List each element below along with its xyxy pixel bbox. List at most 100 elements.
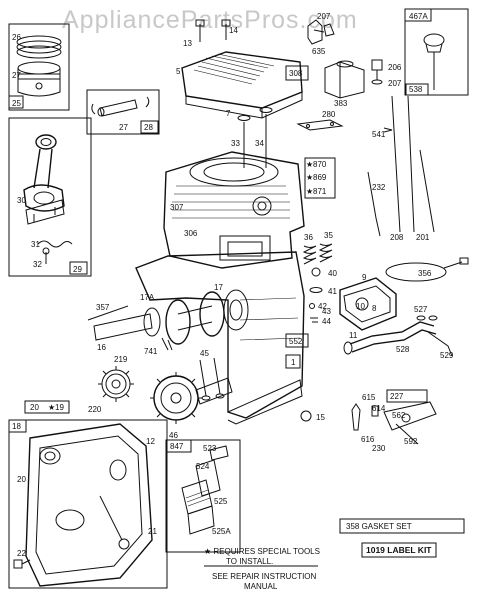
repair-manual-note-2: MANUAL: [244, 582, 278, 591]
governor-linkage[interactable]: [351, 389, 437, 445]
label-306: 306: [184, 229, 198, 238]
label-31: 31: [31, 240, 40, 249]
gasket-set-note: 358 GASKET SET: [346, 522, 412, 531]
valves[interactable]: [237, 107, 273, 169]
oil-fill-box[interactable]: [165, 439, 241, 553]
cylinder-head[interactable]: [181, 19, 309, 119]
label-11: 11: [349, 331, 358, 340]
label-7: 7: [226, 109, 231, 118]
label-35: 35: [324, 231, 333, 240]
label-227: 227: [390, 392, 404, 401]
control-rods[interactable]: [367, 95, 435, 237]
label-29: 29: [73, 265, 82, 274]
valve-springs[interactable]: [302, 243, 333, 265]
label-40: 40: [328, 269, 337, 278]
label-10: 10: [356, 302, 365, 311]
label-529: 529: [440, 351, 454, 360]
drain-plug-22[interactable]: [13, 559, 31, 569]
label-383: 383: [334, 99, 348, 108]
wire-356[interactable]: [385, 257, 469, 282]
camshaft-gear[interactable]: [150, 372, 233, 424]
label-280: 280: [322, 110, 336, 119]
label-28: 28: [144, 123, 153, 132]
label-741: 741: [144, 347, 158, 356]
label-20: 20: [17, 475, 26, 484]
label-616: 616: [361, 435, 375, 444]
label-34: 34: [255, 139, 264, 148]
label-kit-box: [361, 542, 437, 558]
watermark-text: AppliancePartsPros.com: [62, 6, 358, 34]
special-tools-note-2: TO INSTALL.: [226, 557, 273, 566]
label-207: 207: [317, 12, 331, 21]
label-16: 16: [97, 343, 106, 352]
label-27-pin: 27: [119, 123, 128, 132]
star-871: ★: [306, 187, 313, 196]
label-206: 206: [388, 63, 402, 72]
timing-gear-219[interactable]: [98, 366, 134, 402]
label-307: 307: [170, 203, 184, 212]
label-308: 308: [289, 69, 303, 78]
label-1: 1: [291, 358, 296, 367]
label-13: 13: [183, 39, 192, 48]
label-46: 46: [169, 431, 178, 440]
label-30: 30: [17, 196, 26, 205]
crankshaft[interactable]: [87, 289, 249, 351]
tappets-45[interactable]: [199, 357, 225, 401]
label-220: 220: [88, 405, 102, 414]
sump-cover-box[interactable]: [8, 400, 168, 589]
label-357: 357: [96, 303, 110, 312]
small-valve-parts[interactable]: [309, 267, 323, 323]
label-5: 5: [176, 67, 181, 76]
connecting-rod-box[interactable]: [8, 117, 92, 277]
star-870: ★: [306, 160, 313, 169]
spark-plug[interactable]: [307, 19, 335, 45]
label-230: 230: [372, 444, 386, 453]
piston-ring-box[interactable]: [8, 23, 70, 111]
label-207b: 207: [388, 79, 402, 88]
label-17: 17: [214, 283, 223, 292]
piston-pin-box[interactable]: [86, 89, 160, 135]
label-232: 232: [372, 183, 386, 192]
star-869: ★: [306, 173, 313, 182]
cylinder-block[interactable]: [163, 151, 336, 269]
label-614: 614: [372, 404, 386, 413]
label-25: 25: [12, 99, 21, 108]
label-36: 36: [304, 233, 313, 242]
label-525a: 525A: [212, 527, 231, 536]
label-562: 562: [392, 411, 406, 420]
label-552: 552: [289, 337, 303, 346]
label-22: 22: [17, 549, 26, 558]
label-43: 43: [322, 307, 331, 316]
breather-tube[interactable]: [343, 315, 453, 357]
label-19: 19: [55, 403, 64, 412]
label-356: 356: [418, 269, 432, 278]
label-20-box: 20: [30, 403, 39, 412]
label-21: 21: [148, 527, 157, 536]
label-208: 208: [390, 233, 404, 242]
plate-280[interactable]: [296, 119, 344, 131]
label-42: 42: [318, 302, 327, 311]
label-41: 41: [328, 287, 337, 296]
label-592: 592: [404, 437, 418, 446]
label-45: 45: [200, 349, 209, 358]
repair-manual-note: SEE REPAIR INSTRUCTION: [212, 572, 317, 581]
breather[interactable]: [324, 60, 365, 99]
star-19: ★: [48, 403, 55, 412]
label-26: 26: [12, 33, 21, 42]
breather-assembly[interactable]: [339, 277, 397, 331]
label-525: 525: [214, 497, 228, 506]
label-615: 615: [362, 393, 376, 402]
special-tools-note: ★ REQUIRES SPECIAL TOOLS: [204, 547, 320, 556]
label-527: 527: [414, 305, 428, 314]
label-15: 15: [316, 413, 325, 422]
label-847: 847: [170, 442, 184, 451]
label-528: 528: [396, 345, 410, 354]
plug-15[interactable]: [300, 410, 312, 422]
label-kit-note: 1019 LABEL KIT: [366, 545, 432, 555]
label-869: 869: [313, 173, 327, 182]
fitting-206[interactable]: [371, 59, 383, 85]
label-467a: 467A: [409, 12, 428, 21]
dipstick-box[interactable]: [404, 8, 469, 96]
label-523: 523: [203, 444, 217, 453]
